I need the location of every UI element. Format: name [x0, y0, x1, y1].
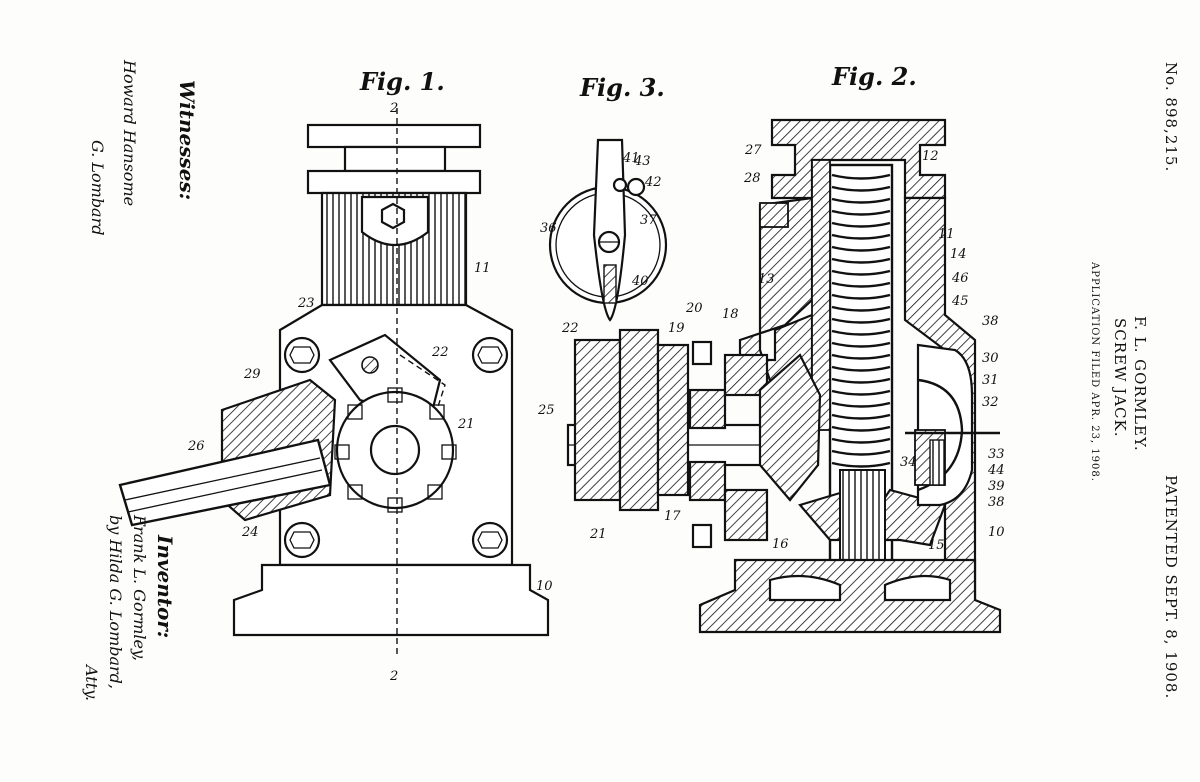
svg-text:26: 26 [187, 439, 205, 454]
svg-text:21: 21 [589, 527, 607, 542]
screw-thread [831, 389, 891, 396]
witness-1: Howard Hansome [120, 59, 139, 206]
svg-text:18: 18 [722, 307, 739, 322]
figure-2: Fig. 2. [537, 62, 1005, 634]
svg-text:25: 25 [537, 403, 555, 418]
witness-2: G. Lombard [88, 140, 107, 235]
inventor-by-line: by Hilda G. Lombard, [106, 515, 125, 689]
screw-thread [831, 185, 891, 192]
patent-number: No. 898,215. [1162, 62, 1180, 172]
svg-text:24: 24 [241, 525, 259, 540]
witnesses-heading: Witnesses: [175, 80, 199, 200]
screw-thread [831, 413, 891, 420]
figure-1: Fig. 1. 2 11 23 22 29 26 21 24 10 2 [118, 67, 553, 684]
screw-thread [831, 341, 891, 348]
svg-text:32: 32 [982, 395, 999, 410]
svg-text:37: 37 [640, 213, 657, 228]
application-filed: APPLICATION FILED APR. 23, 1908. [1089, 261, 1100, 482]
screw-thread [831, 305, 891, 312]
screw-thread [831, 353, 891, 360]
screw-thread [831, 221, 891, 228]
screw-thread [831, 269, 891, 276]
svg-text:45: 45 [951, 294, 969, 309]
fig2-pinion [758, 353, 822, 502]
svg-text:2: 2 [389, 669, 398, 684]
fig1-base [232, 563, 550, 637]
screw-thread [831, 257, 891, 264]
screw-thread [831, 329, 891, 336]
screw-thread [831, 401, 891, 408]
figure-3: Fig. 3. 41 43 42 36 37 40 [540, 73, 668, 322]
screw-thread [831, 449, 891, 456]
svg-text:38: 38 [982, 314, 999, 329]
svg-text:42: 42 [644, 175, 662, 190]
svg-text:38: 38 [988, 495, 1005, 510]
svg-text:44: 44 [987, 463, 1005, 478]
svg-text:13: 13 [758, 272, 775, 287]
svg-text:33: 33 [988, 447, 1005, 462]
svg-text:28: 28 [743, 171, 761, 186]
svg-text:36: 36 [540, 221, 557, 236]
svg-text:10: 10 [536, 579, 553, 594]
svg-text:41: 41 [622, 151, 640, 166]
screw-thread [831, 197, 891, 204]
svg-text:20: 20 [685, 301, 703, 316]
screw-thread [831, 281, 891, 288]
screw-thread [831, 437, 891, 444]
svg-text:29: 29 [243, 367, 261, 382]
invention-title: SCREW JACK. [1111, 318, 1129, 437]
screw-thread [831, 377, 891, 384]
svg-text:40: 40 [631, 274, 649, 289]
svg-text:30: 30 [982, 351, 999, 366]
inventor-name: Frank L. Gormley, [130, 514, 149, 661]
svg-text:16: 16 [772, 537, 789, 552]
screw-thread [831, 245, 891, 252]
svg-text:12: 12 [922, 149, 939, 164]
svg-text:46: 46 [951, 271, 969, 286]
patented-date: PATENTED SEPT. 8, 1908. [1162, 475, 1180, 699]
svg-text:27: 27 [744, 143, 762, 158]
svg-text:39: 39 [988, 479, 1005, 494]
svg-text:22: 22 [431, 345, 449, 360]
svg-text:34: 34 [900, 455, 917, 470]
svg-text:10: 10 [988, 525, 1005, 540]
fig2-ratchet-hub [618, 328, 660, 512]
svg-text:31: 31 [982, 373, 999, 388]
svg-text:15: 15 [928, 538, 945, 553]
fig2-base [698, 558, 1002, 634]
screw-thread [831, 293, 891, 300]
witnesses-block: Witnesses: Howard Hansome G. Lombard [88, 59, 199, 235]
svg-text:2: 2 [389, 101, 398, 116]
screw-thread [831, 365, 891, 372]
fig2-top-cap [770, 118, 947, 200]
screw-thread [831, 233, 891, 240]
fig2-title: Fig. 2. [831, 62, 917, 91]
svg-text:17: 17 [664, 509, 681, 524]
screw-thread [831, 173, 891, 180]
screw-thread [831, 317, 891, 324]
screw-thread [831, 425, 891, 432]
screw-thread [831, 461, 891, 468]
patent-header: No. 898,215. PATENTED SEPT. 8, 1908. F. … [1089, 62, 1180, 699]
svg-text:14: 14 [950, 247, 967, 262]
svg-text:11: 11 [474, 261, 491, 276]
inventor-heading: Inventor: [153, 534, 177, 638]
screw-thread [831, 209, 891, 216]
svg-text:21: 21 [457, 417, 475, 432]
svg-text:22: 22 [561, 321, 579, 336]
inventor-block: Inventor: Frank L. Gormley, by Hilda G. … [82, 514, 177, 701]
svg-text:11: 11 [938, 227, 955, 242]
svg-text:19: 19 [668, 321, 685, 336]
svg-text:43: 43 [633, 154, 651, 169]
fig3-title: Fig. 3. [579, 73, 665, 102]
fig1-top-cap [306, 123, 482, 149]
svg-text:23: 23 [297, 296, 315, 311]
fig1-title: Fig. 1. [359, 67, 445, 96]
inventor-initials: F. L. GORMLEY. [1131, 316, 1149, 452]
attorney-label: Atty. [82, 663, 101, 701]
